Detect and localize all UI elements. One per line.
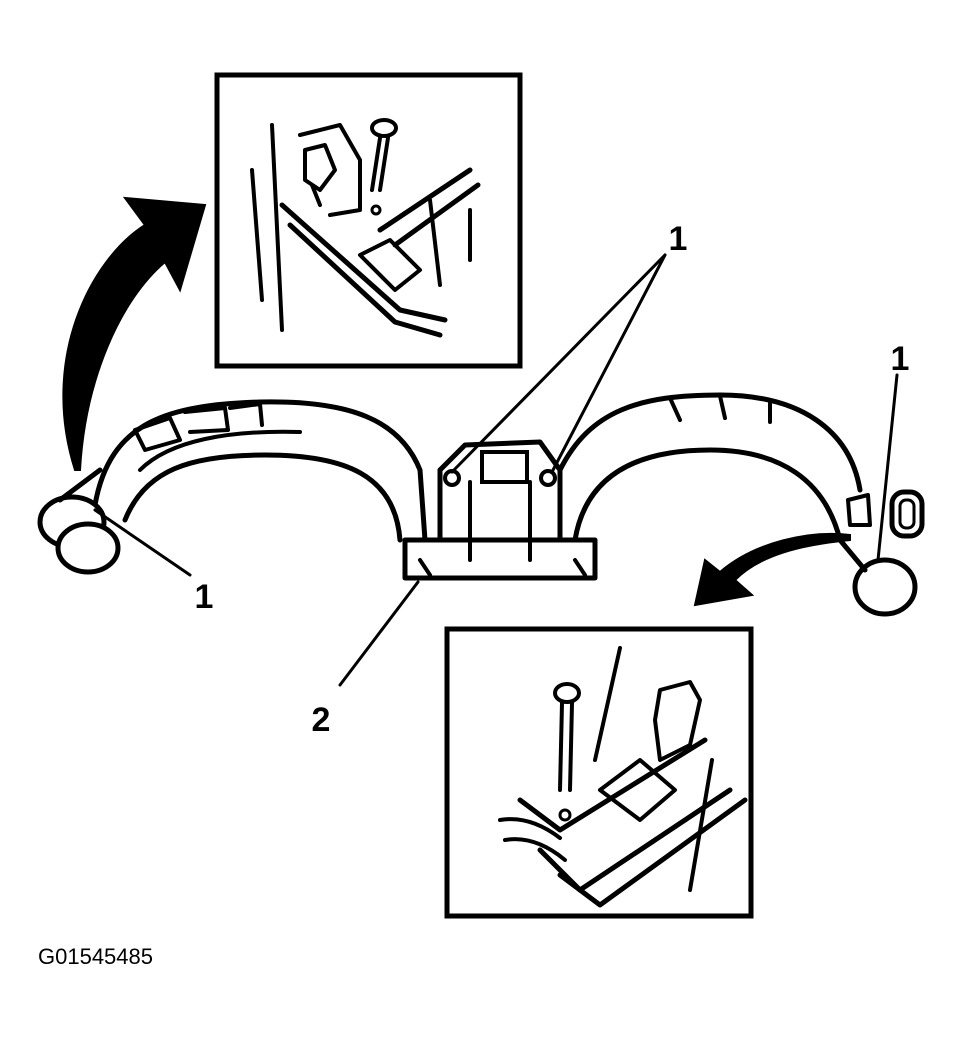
callout-1-right: 1	[891, 340, 910, 378]
callout-1-left: 1	[195, 578, 214, 616]
detail-inset-top	[214, 72, 523, 369]
callout-1-top: 1	[669, 220, 688, 258]
arrow-to-bottom-inset	[693, 532, 851, 607]
callout-2: 2	[312, 701, 331, 739]
detail-inset-bottom	[444, 626, 754, 919]
leader-lines	[93, 253, 899, 687]
arrow-to-top-inset	[62, 196, 207, 471]
figure-id: G01545485	[38, 944, 153, 969]
air-distribution-duct	[37, 392, 925, 617]
